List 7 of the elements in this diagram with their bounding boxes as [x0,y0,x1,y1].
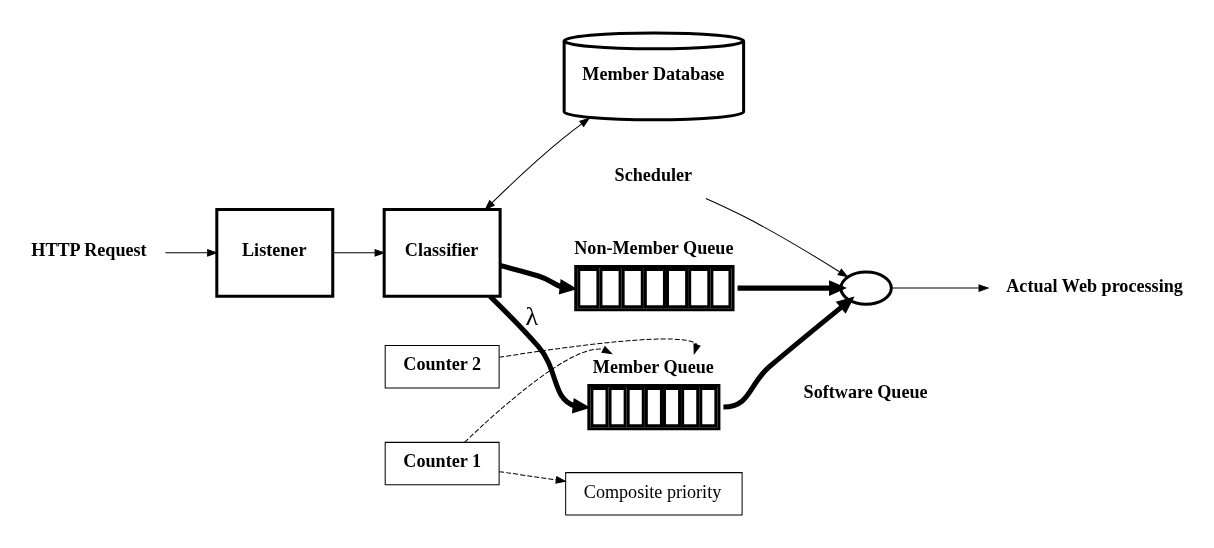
node-text: HTTP Request [30,240,147,261]
node-label: Member Queue [592,357,714,378]
label: Software Queue [803,382,928,403]
node-text: Actual Web processing [1005,275,1183,296]
node-label: Non-Member Queue [573,238,733,259]
node-text: Scheduler [614,164,692,185]
edge-label: λ [525,302,538,332]
